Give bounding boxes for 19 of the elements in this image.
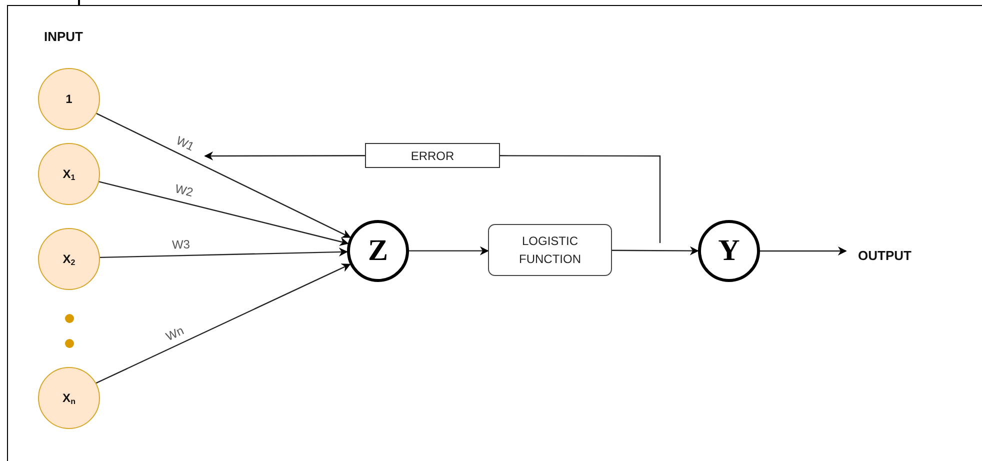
arrow [409, 246, 489, 256]
section-heading: INPUT [44, 29, 83, 44]
arrow [204, 151, 365, 160]
input-node-circle: X$_{n}$ [38, 367, 100, 429]
edge-label: W3 [171, 238, 192, 252]
arrow [100, 248, 348, 258]
arrow [96, 112, 351, 238]
input-node-circle: 1 [38, 68, 100, 130]
arrow [760, 246, 847, 256]
arrow [98, 181, 349, 246]
process-box: LOGISTIC FUNCTION [488, 224, 612, 276]
error-box: ERROR [365, 143, 500, 168]
neuron-circle: Z [347, 220, 409, 282]
input-node-circle: X$_{2}$ [38, 228, 100, 290]
input-node-circle: X$_{1}$ [38, 143, 100, 205]
arrow [612, 246, 699, 256]
output-label: OUTPUT [858, 245, 938, 265]
neuron-circle: Y [698, 220, 760, 282]
arrow [96, 264, 351, 384]
